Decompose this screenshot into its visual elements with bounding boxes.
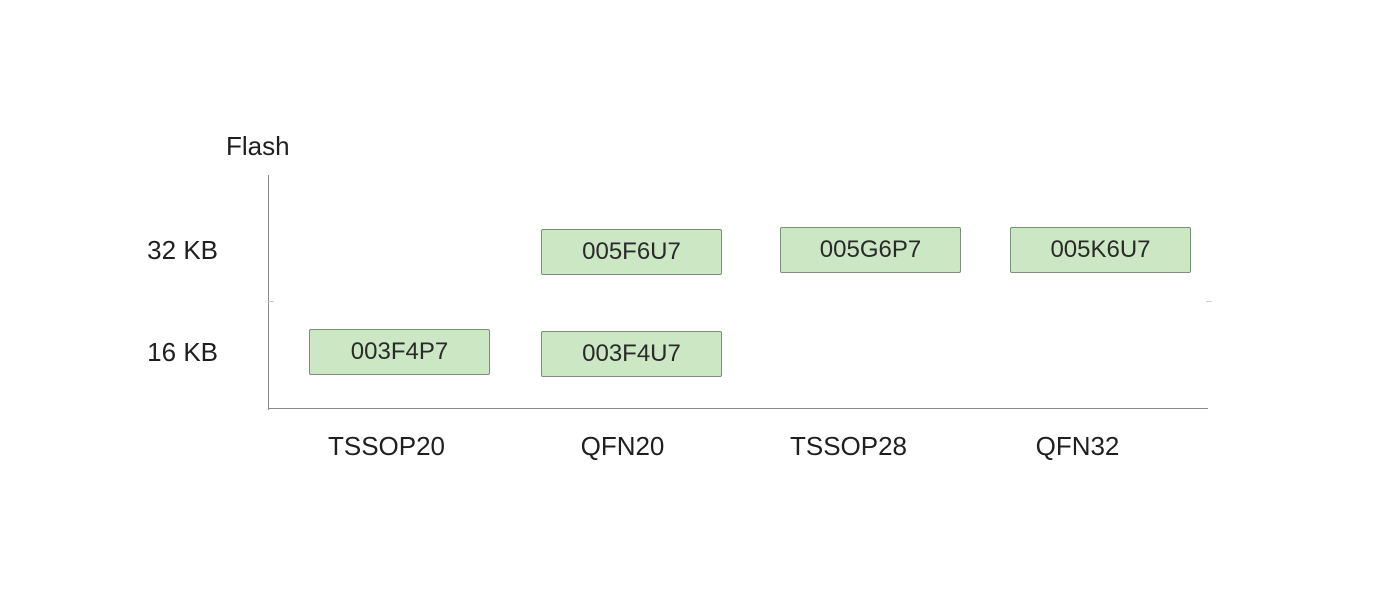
y-axis-line <box>268 175 269 410</box>
row-label-16kb: 16 KB <box>147 337 218 367</box>
part-box-003f4u7: 003F4U7 <box>541 331 722 377</box>
column-label-tssop20: TSSOP20 <box>327 431 446 461</box>
column-label-qfn32: QFN32 <box>1035 431 1120 461</box>
x-axis-line <box>268 408 1208 409</box>
row-label-32kb: 32 KB <box>147 235 218 265</box>
y-axis-title: Flash <box>226 131 290 161</box>
part-box-005k6u7: 005K6U7 <box>1010 227 1191 273</box>
column-label-qfn20: QFN20 <box>580 431 665 461</box>
part-box-005f6u7: 005F6U7 <box>541 229 722 275</box>
part-box-003f4p7: 003F4P7 <box>309 329 490 375</box>
row-divider-left <box>268 301 274 302</box>
row-divider-right <box>1206 301 1212 302</box>
column-label-tssop28: TSSOP28 <box>789 431 908 461</box>
part-box-005g6p7: 005G6P7 <box>780 227 961 273</box>
